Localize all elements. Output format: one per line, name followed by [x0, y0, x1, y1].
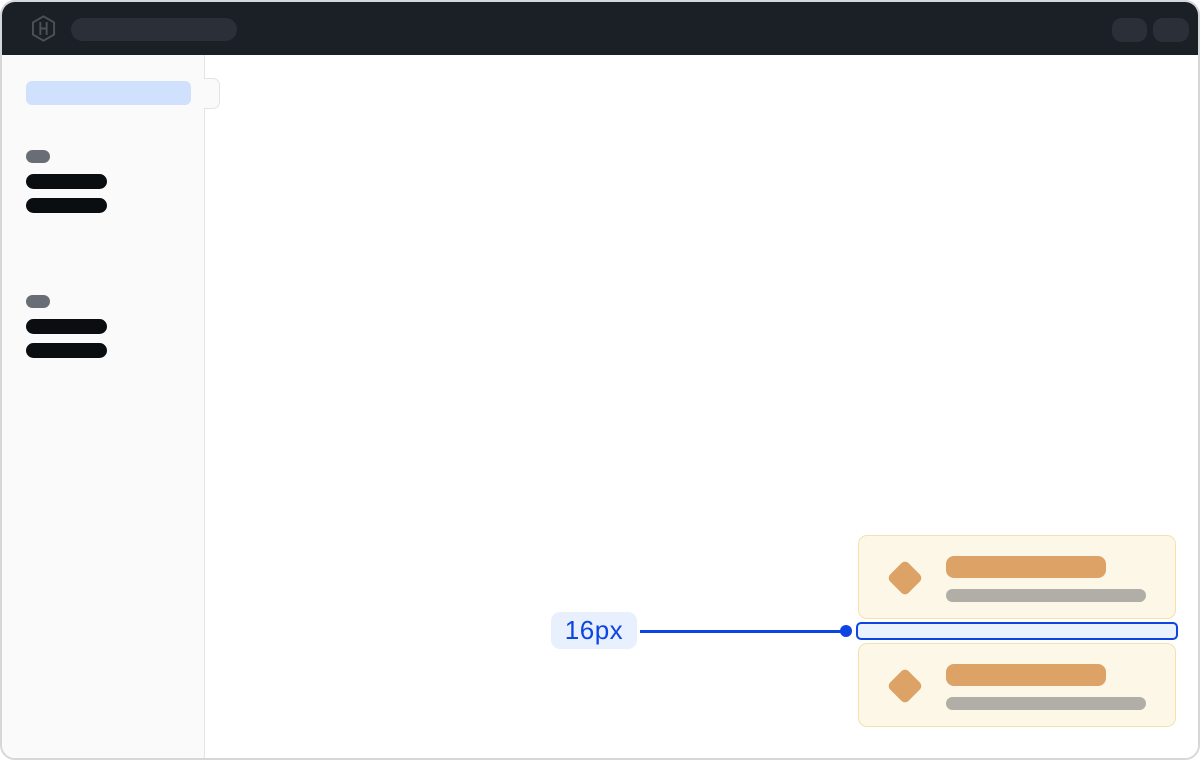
hashicorp-logo-icon [30, 15, 57, 42]
diamond-icon [886, 667, 924, 705]
top-navbar [2, 2, 1198, 55]
sidebar-section-label-skeleton [26, 150, 50, 163]
measurement-line [640, 630, 841, 633]
placeholder-card [858, 535, 1176, 619]
sidebar-nav-item-skeleton[interactable] [26, 198, 107, 213]
measurement-dot [840, 625, 852, 637]
diamond-icon [886, 559, 924, 597]
sidebar-section-label-skeleton [26, 295, 50, 308]
main-content [206, 55, 1198, 758]
sidebar-nav-item-skeleton[interactable] [26, 319, 107, 334]
search-skeleton[interactable] [71, 18, 237, 41]
spacing-value-label: 16px [551, 612, 637, 649]
navbar-action-skeleton[interactable] [1153, 18, 1189, 42]
sidebar-active-item-skeleton[interactable] [26, 81, 191, 105]
spacing-highlight-box [856, 622, 1178, 640]
card-title-skeleton [946, 556, 1106, 578]
card-text-skeleton [946, 589, 1146, 602]
placeholder-card [858, 643, 1176, 727]
card-text-skeleton [946, 697, 1146, 710]
sidebar-nav-item-skeleton[interactable] [26, 343, 107, 358]
navbar-action-skeleton[interactable] [1112, 18, 1147, 42]
sidebar-collapse-handle[interactable] [204, 78, 220, 109]
sidebar [2, 55, 205, 758]
sidebar-nav-item-skeleton[interactable] [26, 174, 107, 189]
card-title-skeleton [946, 664, 1106, 686]
